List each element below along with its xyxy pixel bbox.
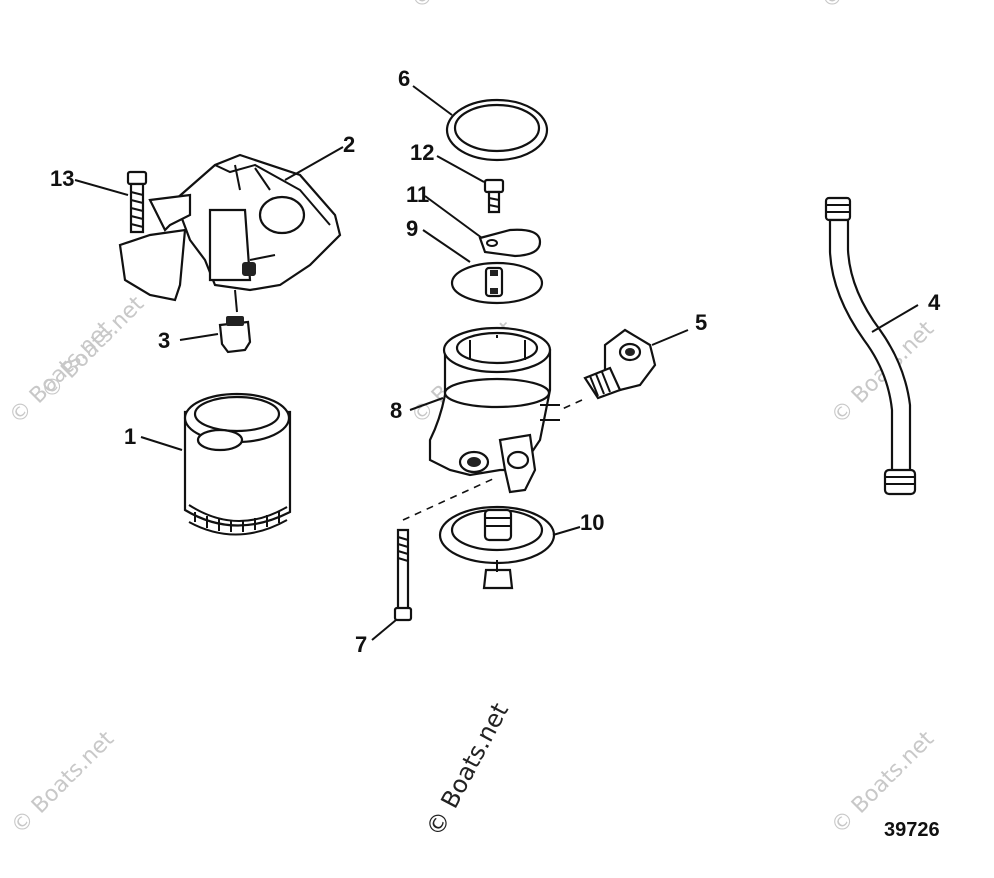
callout-2: 2	[343, 132, 355, 157]
callout-10: 10	[580, 510, 604, 535]
callout-3: 3	[158, 328, 170, 353]
watermark-bottom-center: © Boats.net	[421, 698, 514, 840]
callout-4: 4	[928, 290, 941, 315]
part-9-gasket	[450, 261, 544, 305]
part-12-screw	[483, 178, 505, 214]
watermark-top-center: © Boats.net	[407, 0, 520, 14]
part-7-long-bolt	[393, 477, 496, 622]
leader-lines	[74, 85, 919, 641]
part-11-clamp	[478, 228, 542, 258]
callout-9: 9	[406, 216, 418, 241]
part-2-filter-adapter	[118, 153, 342, 302]
callout-labels: 1 2 3 4 5 6 7 8 9 10 11 12 13	[50, 66, 941, 657]
callout-8: 8	[390, 398, 402, 423]
callout-6: 6	[398, 66, 410, 91]
callout-13: 13	[50, 166, 74, 191]
part-4-oil-line	[824, 196, 917, 496]
watermark-top-right: © Boats.net	[817, 0, 930, 14]
part-5-elbow-fitting	[559, 328, 657, 411]
figure-number: 39726	[884, 819, 940, 841]
watermark-mid-left: © Boats.net	[37, 291, 150, 404]
watermark-bottom-left: © Boats.net	[7, 726, 120, 839]
part-3-plug	[218, 289, 252, 354]
part-1-oil-filter	[183, 392, 292, 536]
callout-5: 5	[695, 310, 707, 335]
watermark-top-left: © Boats.net	[27, 0, 140, 9]
part-13-bolt	[126, 170, 148, 234]
part-10-adapter-plate	[438, 505, 556, 590]
callout-11: 11	[406, 182, 429, 207]
part-8-filter-base	[428, 326, 560, 494]
callout-7: 7	[355, 632, 367, 657]
part-6-o-ring	[445, 98, 549, 162]
callout-1: 1	[124, 424, 136, 449]
callout-12: 12	[410, 140, 434, 165]
